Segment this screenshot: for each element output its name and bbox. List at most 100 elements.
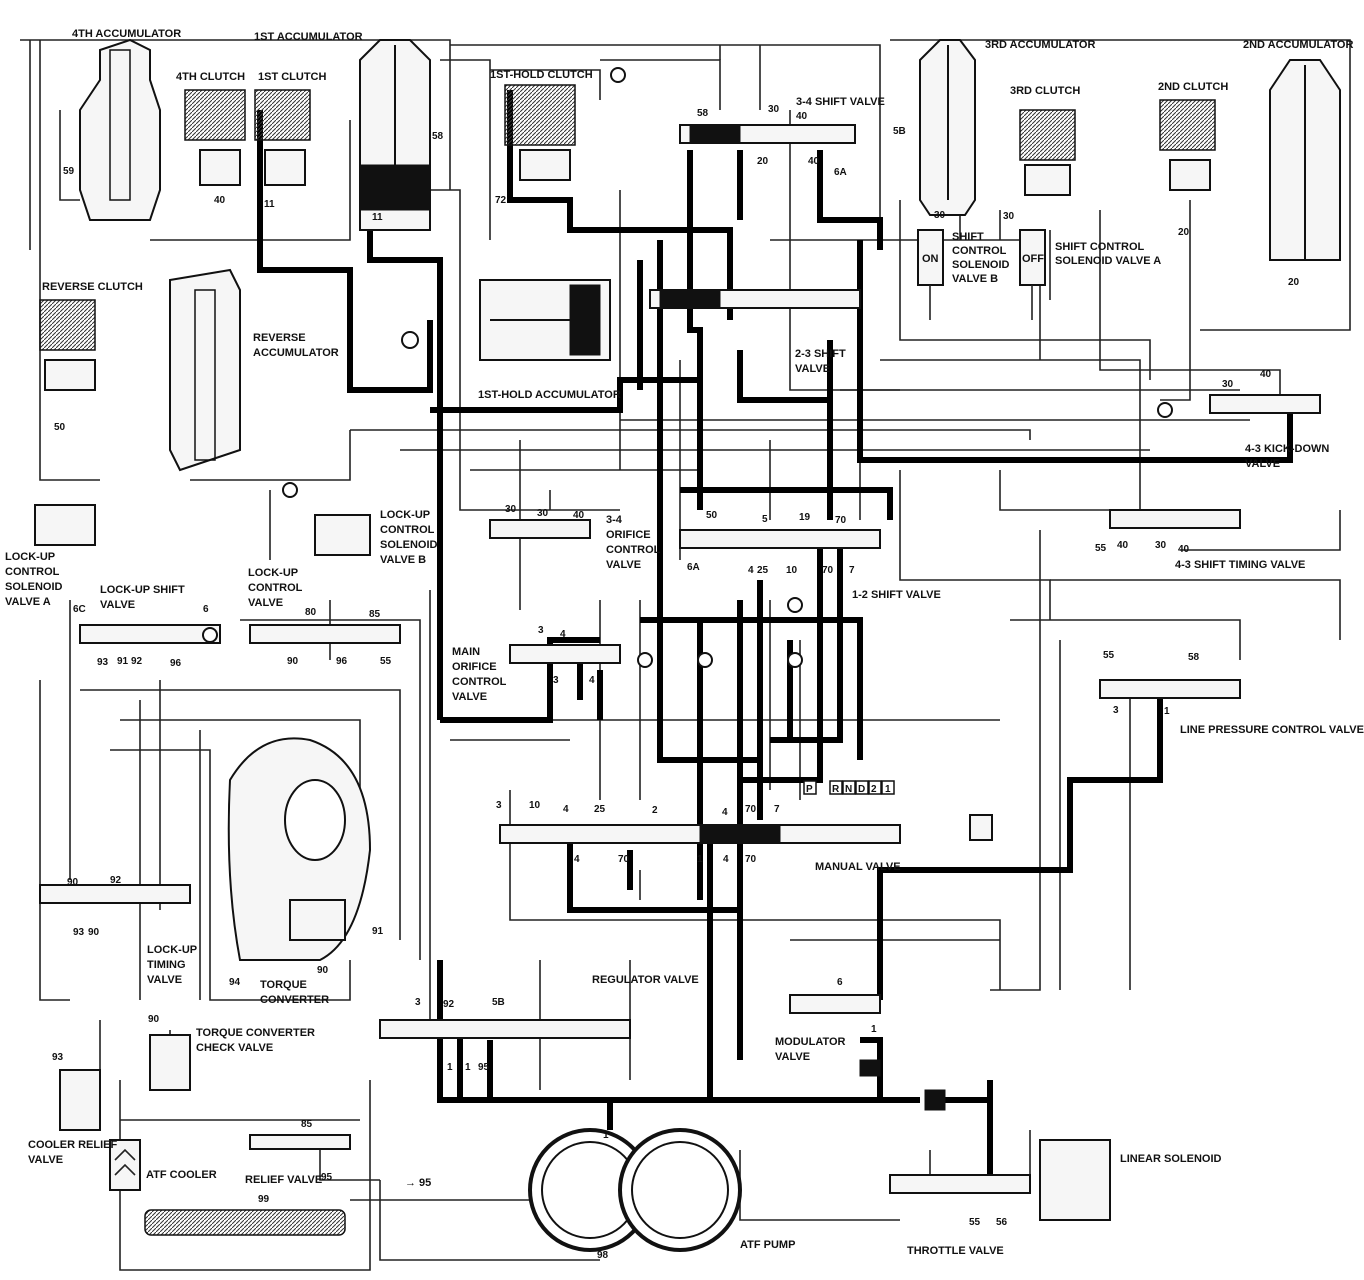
port-number: 4 [574,854,580,865]
label-cooler-relief-1: COOLER RELIEF [28,1139,118,1151]
label-lockup-timing-3: VALVE [147,974,182,986]
label-reverse-acc-2: ACCUMULATOR [253,347,339,359]
clutch-4th [184,89,246,186]
port-number: 30 [1222,379,1234,390]
port-number: 7 [849,565,855,576]
port-number: 70 [618,854,630,865]
check-balls [202,67,1173,1111]
port-number: 4 [748,565,754,576]
clutch-reverse [39,299,96,391]
selector-positions: P R N D 2 1 [803,780,895,795]
label-modulator-2: VALVE [775,1051,810,1063]
port-number: 40 [1260,369,1272,380]
port-number: 1 [871,1024,877,1035]
label-lockup-sol-b-2: CONTROL [380,524,435,536]
selector-r: R [832,784,840,795]
label-tc-check-2: CHECK VALVE [196,1042,273,1054]
label-reverse-acc-1: REVERSE [253,332,306,344]
port-number: 1 [465,1062,471,1073]
label-lockup-control-3: VALVE [248,597,283,609]
port-number: 40 [573,510,585,521]
label-to-95: → 95 [405,1177,431,1189]
shift-solenoid-a [1019,229,1046,320]
label-lockup-timing-2: TIMING [147,959,186,971]
port-number: 70 [822,565,834,576]
accumulator-1st [359,39,431,231]
port-number: 2 [652,805,658,816]
lockup-solenoid-a [34,504,96,546]
label-lockup-sol-b-4: VALVE B [380,554,426,566]
selector-1: 1 [885,784,891,795]
label-3-4-orifice-2: ORIFICE [606,529,651,541]
label-lockup-sol-a-4: VALVE A [5,596,51,608]
port-number: 55 [1095,543,1107,554]
port-number: 4 [589,675,595,686]
label-scsv-b-1: SHIFT [952,231,984,243]
port-number: 93 [73,927,85,938]
port-number: 50 [54,422,66,433]
port-number: 91 [117,656,129,667]
port-number: 92 [443,999,455,1010]
label-linear-solenoid: LINEAR SOLENOID [1120,1153,1222,1165]
port-number: 40 [796,111,808,122]
clutch-3rd [1019,109,1076,196]
selector-d: D [858,784,865,795]
label-atf-cooler: ATF COOLER [146,1169,217,1181]
label-scsv-a-1: SHIFT CONTROL [1055,241,1144,253]
label-1-2-shift: 1-2 SHIFT VALVE [852,589,941,601]
label-manual-valve: MANUAL VALVE [815,861,901,873]
port-number: 70 [745,854,757,865]
label-2-3-shift-1: 2-3 SHIFT [795,348,846,360]
accumulator-1st-hold [479,279,611,361]
port-number: 6 [837,977,843,988]
label-lockup-sol-a-2: CONTROL [5,566,60,578]
clutch-2nd [1159,99,1216,191]
port-number: 50 [706,510,718,521]
label-torque-converter-2: CONVERTER [260,994,329,1006]
port-number: 98 [597,1250,609,1261]
linear-solenoid-body [1039,1139,1111,1221]
label-reverse-clutch: REVERSE CLUTCH [42,281,143,293]
label-relief-valve: RELIEF VALVE [245,1174,322,1186]
label-scsv-b-3: SOLENOID [952,259,1010,271]
port-number: 4 [723,854,729,865]
label-4-3-kickdown-2: VALVE [1245,458,1280,470]
label-lockup-sol-a-1: LOCK-UP [5,551,55,563]
port-number: 10 [786,565,798,576]
label-1st-hold-accumulator: 1ST-HOLD ACCUMULATOR [478,389,621,401]
port-number: 6A [687,562,700,573]
port-number: 20 [1178,227,1190,238]
label-scsv-b-2: CONTROL [952,245,1007,257]
port-number: 55 [969,1217,981,1228]
port-number: 58 [1188,652,1200,663]
atf-pump [528,1128,742,1252]
port-number: 6A [834,167,847,178]
port-number: 4 [563,804,569,815]
port-number: 93 [97,657,109,668]
port-number: 20 [757,156,769,167]
port-number: 96 [336,656,348,667]
label-lockup-sol-b-1: LOCK-UP [380,509,430,521]
port-number: 30 [1003,211,1015,222]
port-number: 3 [496,800,502,811]
port-number: 11 [264,199,275,210]
port-number: 70 [835,515,847,526]
valve-spools [39,124,1321,1194]
label-4th-clutch: 4TH CLUTCH [176,71,245,83]
label-lockup-timing-1: LOCK-UP [147,944,197,956]
port-number: 90 [148,1014,160,1025]
port-number: 10 [529,800,541,811]
port-number: 3 [538,625,544,636]
label-3rd-accumulator: 3RD ACCUMULATOR [985,39,1095,51]
port-number: 95 [478,1062,490,1073]
port-number: 11 [372,212,383,223]
label-regulator-valve: REGULATOR VALVE [592,974,699,986]
port-number: 59 [63,166,75,177]
torque-converter [227,737,372,961]
port-number: 30 [934,210,946,221]
label-main-orifice-1: MAIN [452,646,480,658]
port-number: 6 [203,604,209,615]
label-tc-check-1: TORQUE CONVERTER [196,1027,315,1039]
label-3-4-orifice-4: VALVE [606,559,641,571]
